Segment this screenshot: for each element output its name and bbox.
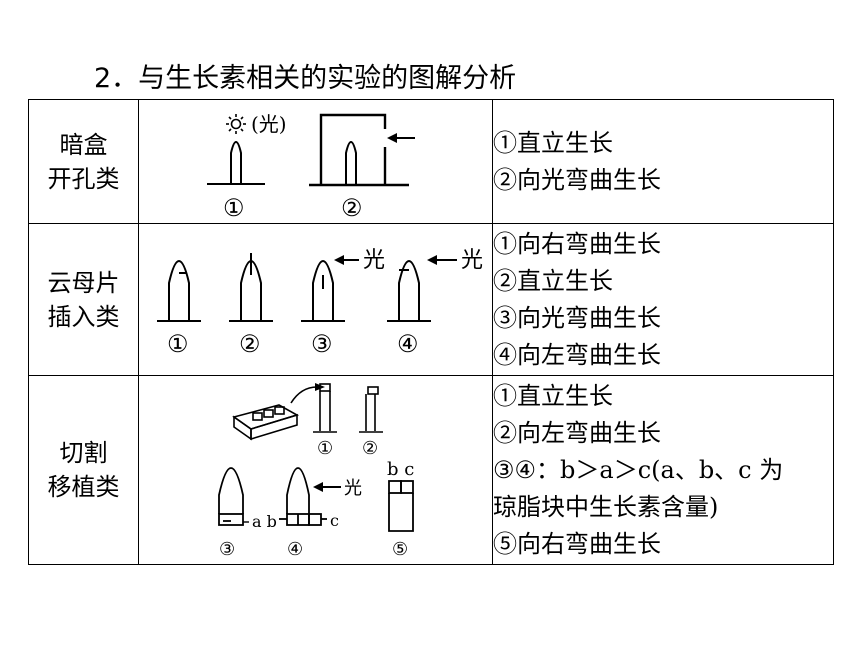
label-1: ① <box>223 194 245 222</box>
result-cell: ①直立生长 ②向光弯曲生长 <box>492 99 834 224</box>
arrow-left-icon <box>387 132 415 143</box>
table-row-cut-graft: 切割 移植类 <box>28 375 834 565</box>
label-c: c <box>330 511 339 530</box>
result-line: ②直立生长 <box>493 266 613 295</box>
figure-cell: ① ② a b c <box>138 375 493 565</box>
result-line: ③④：b＞a＞c(a、b、c 为 <box>493 455 784 484</box>
result-line: ③向光弯曲生长 <box>493 303 661 332</box>
category-cell: 切割 移植类 <box>28 375 139 565</box>
figure-cell: (光) ① <box>138 99 493 224</box>
section-heading: 2．与生长素相关的实验的图解分析 <box>94 63 517 94</box>
stem-5 <box>388 479 414 532</box>
arrow-left-icon <box>334 254 359 265</box>
label-2: ② <box>341 194 363 222</box>
result-line: ①直立生长 <box>493 381 613 410</box>
seedling-1 <box>207 140 265 185</box>
table-row-dark-box: 暗盒 开孔类 (光) ① <box>28 99 834 224</box>
label-1: ① <box>167 330 189 358</box>
experiment-table: 暗盒 开孔类 (光) ① <box>28 99 834 565</box>
category-cell: 暗盒 开孔类 <box>28 99 139 224</box>
category-line: 暗盒 <box>59 130 108 159</box>
mica-figure: 光 光 ① ② ③ ④ <box>157 248 483 358</box>
label-3: ③ <box>311 330 333 358</box>
seedling-1 <box>157 259 201 322</box>
category-cell: 云母片 插入类 <box>28 223 139 376</box>
light-label: 光 <box>344 478 362 499</box>
table-row-mica: 云母片 插入类 <box>28 223 834 376</box>
label-bc: b c <box>387 459 414 480</box>
seedling-3 <box>218 466 244 526</box>
result-cell: ①直立生长 ②向左弯曲生长 ③④：b＞a＞c(a、b、c 为 琼脂块中生长素含量… <box>492 375 834 565</box>
category-line: 移植类 <box>47 473 120 501</box>
sun-icon <box>226 113 246 134</box>
arrow-left-icon <box>427 254 457 265</box>
dark-box <box>309 113 409 186</box>
arrow-left-icon <box>313 481 341 492</box>
figure-cell: 光 光 ① ② ③ ④ <box>138 223 493 376</box>
category-line: 开孔类 <box>47 164 120 193</box>
cut-graft-figure: ① ② a b c <box>218 382 414 560</box>
label-4: ④ <box>397 330 419 358</box>
seedling-2 <box>229 252 273 322</box>
category-line: 云母片 <box>47 268 120 297</box>
light-label: 光 <box>363 248 385 273</box>
label-2: ② <box>239 330 261 358</box>
seedling-3 <box>301 259 345 322</box>
result-line: ⑤向右弯曲生长 <box>493 529 661 558</box>
seedling-4 <box>387 259 431 322</box>
transfer-arrow <box>290 385 318 403</box>
result-line: ①直立生长 <box>493 128 613 157</box>
category-line: 切割 <box>59 439 108 467</box>
result-line: ①向右弯曲生长 <box>493 229 661 258</box>
seedling-4 <box>279 466 327 526</box>
label-2: ② <box>362 438 378 459</box>
result-cell: ①向右弯曲生长 ②直立生长 ③向光弯曲生长 ④向左弯曲生长 <box>492 223 834 376</box>
result-line: 琼脂块中生长素含量) <box>493 492 719 521</box>
seedling-2 <box>345 140 357 184</box>
light-label: 光 <box>461 248 483 273</box>
category-line: 插入类 <box>47 302 120 331</box>
label-3: ③ <box>219 539 235 560</box>
agar-tray-icon <box>232 403 300 441</box>
label-ab: a b <box>252 512 277 531</box>
result-line: ②向左弯曲生长 <box>493 418 661 447</box>
stem-1 <box>313 382 337 433</box>
result-line: ②向光弯曲生长 <box>493 165 661 194</box>
label-1: ① <box>317 438 333 459</box>
label-5: ⑤ <box>392 539 408 560</box>
dark-box-figure: (光) ① <box>207 112 415 222</box>
label-4: ④ <box>287 539 303 560</box>
stem-2 <box>359 385 383 433</box>
result-line: ④向左弯曲生长 <box>493 340 661 369</box>
light-label: (光) <box>251 112 287 136</box>
